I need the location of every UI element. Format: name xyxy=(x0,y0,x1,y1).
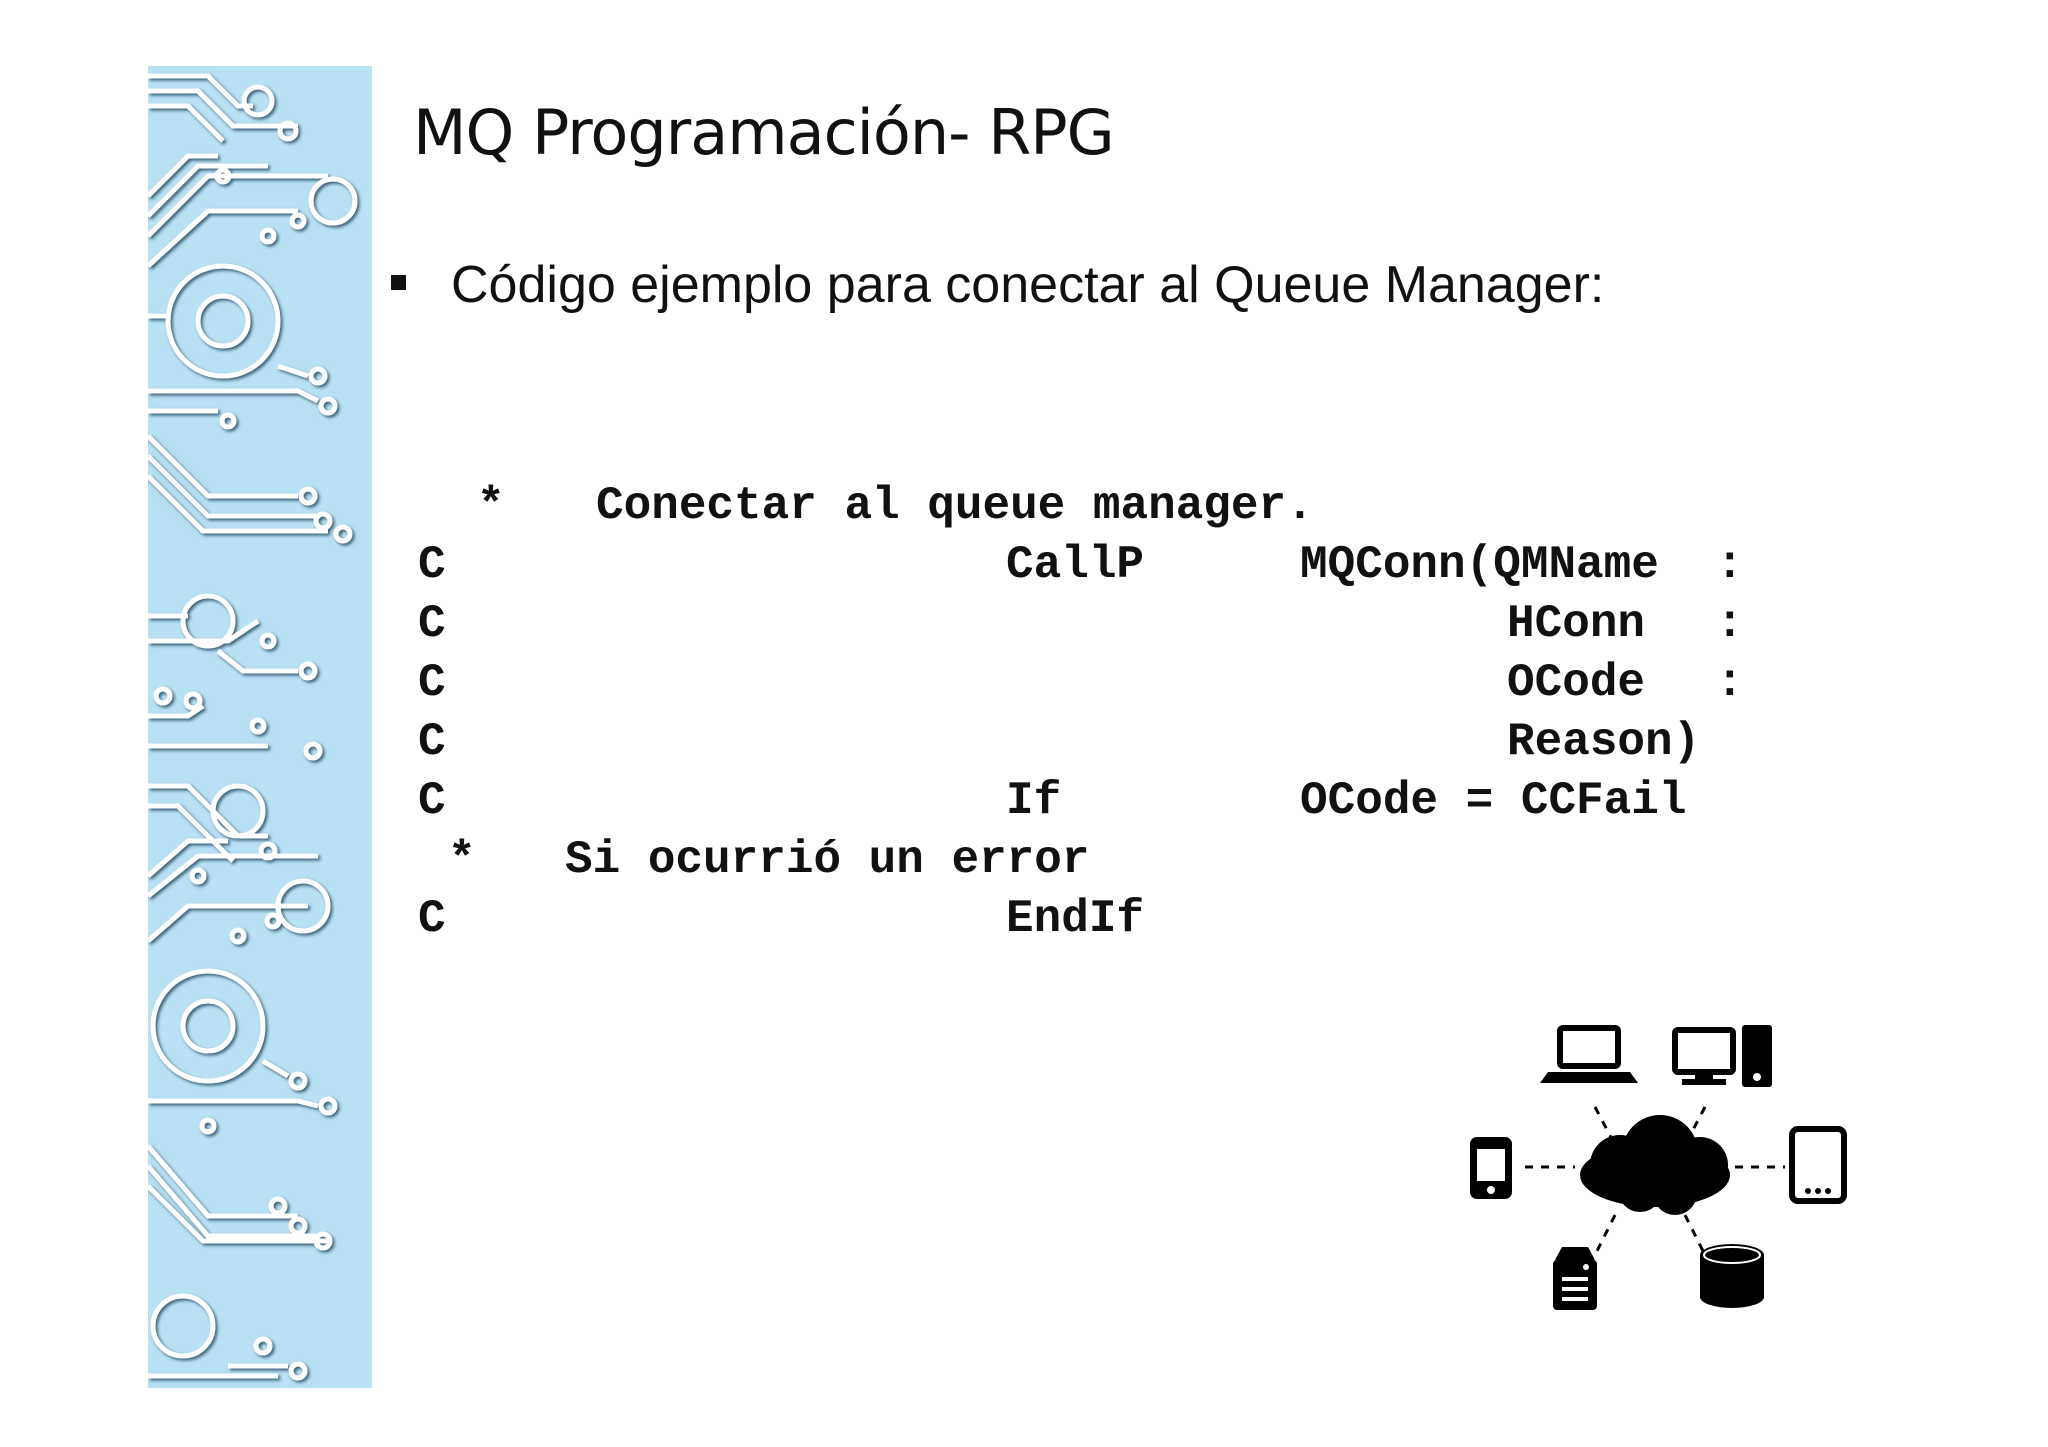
circuit-board-decoration xyxy=(148,66,372,1388)
bullet-text: Código ejemplo para conectar al Queue Ma… xyxy=(451,256,1605,314)
cloud-icon xyxy=(1580,1115,1730,1215)
code-argument: OCode xyxy=(1507,657,1646,709)
phone-icon xyxy=(1470,1137,1512,1199)
code-spec: C xyxy=(418,598,446,650)
tablet-icon xyxy=(1789,1126,1847,1204)
code-spec: C xyxy=(418,539,446,591)
code-argument: OCode = CCFail xyxy=(1300,775,1687,827)
server-icon xyxy=(1553,1247,1597,1310)
code-spec: C xyxy=(418,716,446,768)
comment-star: * xyxy=(448,834,476,886)
database-icon xyxy=(1700,1244,1764,1308)
bullet-marker xyxy=(391,275,406,290)
code-separator: : xyxy=(1716,539,1744,591)
code-opcode: CallP xyxy=(1006,539,1145,591)
comment-star: * xyxy=(477,480,505,532)
code-spec: C xyxy=(418,775,446,827)
code-argument: Reason) xyxy=(1507,716,1701,768)
desktop-icon xyxy=(1672,1025,1772,1087)
comment-text: Si ocurrió un error xyxy=(565,834,1090,886)
code-spec: C xyxy=(418,893,446,945)
code-spec: C xyxy=(418,657,446,709)
code-opcode: If xyxy=(1006,775,1062,827)
circuit-pattern xyxy=(148,73,358,1381)
code-opcode: EndIf xyxy=(1006,893,1145,945)
code-separator: : xyxy=(1716,598,1744,650)
code-argument: MQConn(QMName xyxy=(1300,539,1659,591)
laptop-icon xyxy=(1540,1025,1638,1083)
comment-text: Conectar al queue manager. xyxy=(596,480,1314,532)
network-cloud-icon xyxy=(1460,1015,1850,1315)
code-argument: HConn xyxy=(1507,598,1646,650)
slide-title: MQ Programación- RPG xyxy=(413,96,1115,169)
code-separator: : xyxy=(1716,657,1744,709)
